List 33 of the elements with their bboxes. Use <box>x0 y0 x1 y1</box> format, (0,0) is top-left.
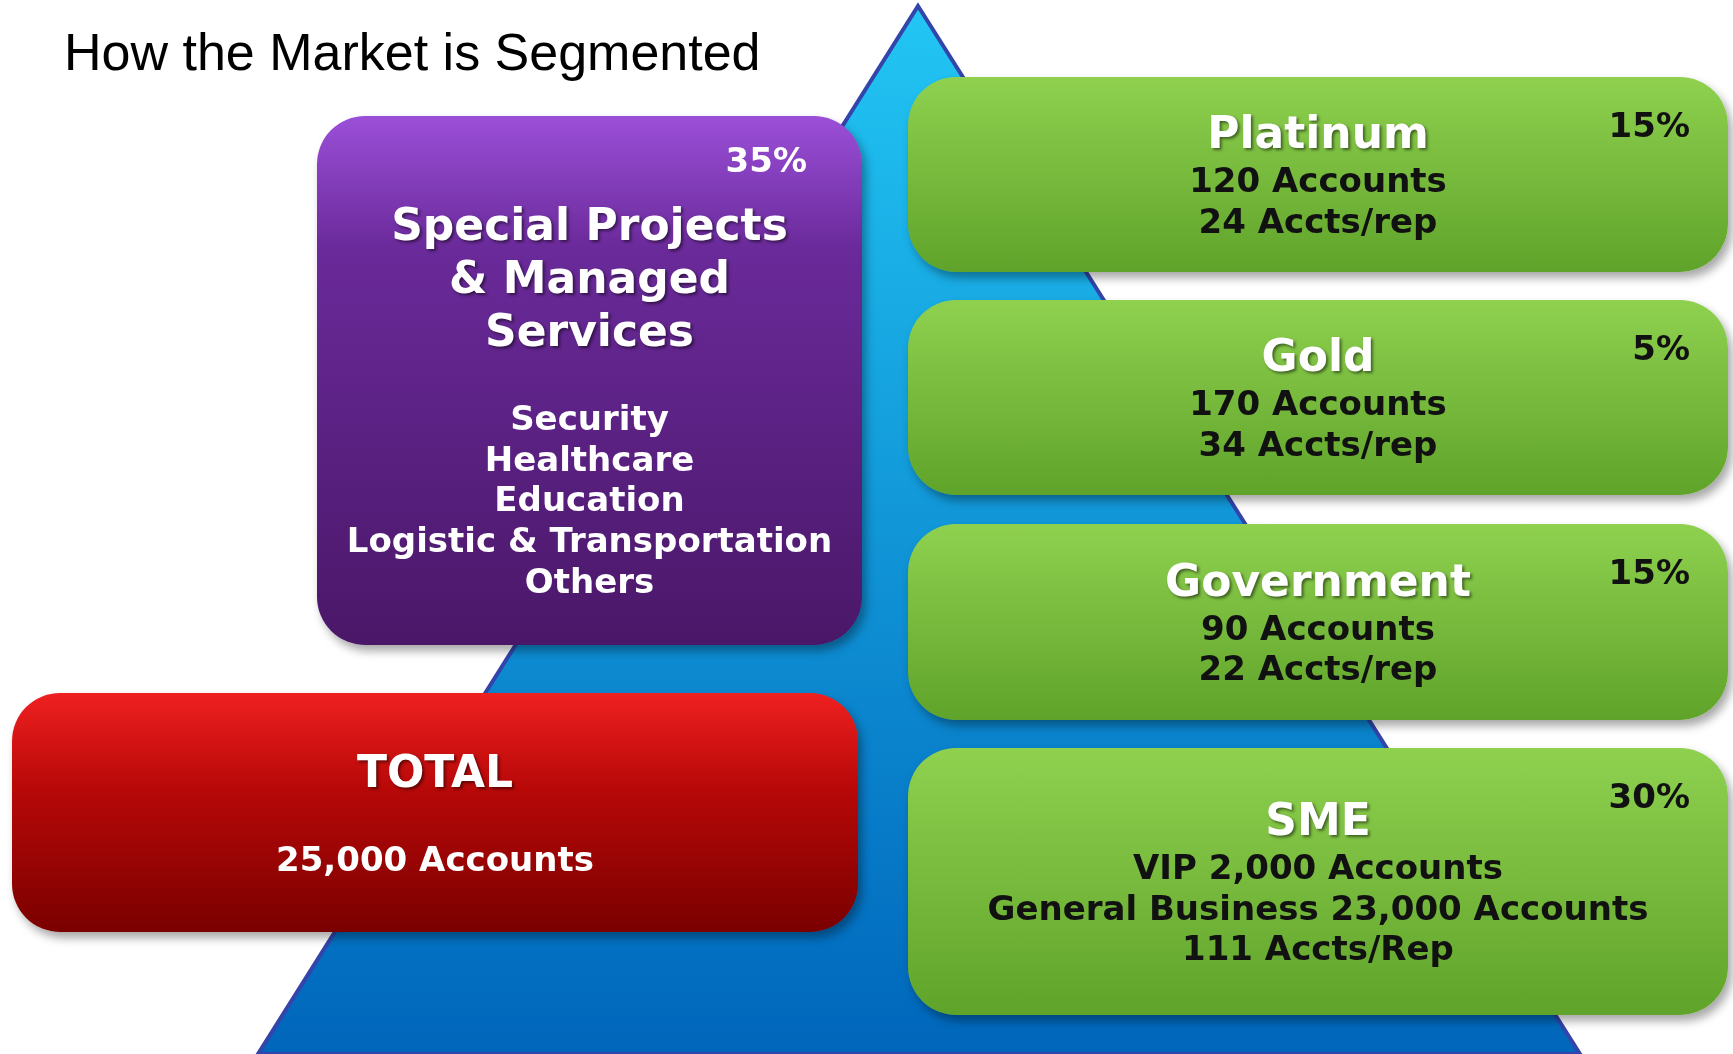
segment-card <box>908 524 1728 720</box>
segment-detail: 120 Accounts <box>1189 160 1447 201</box>
segment-detail: Education <box>494 479 685 521</box>
segment-detail: General Business 23,000 Accounts <box>987 887 1649 929</box>
segment-title: Gold <box>1261 330 1375 384</box>
segment-detail: 25,000 Accounts <box>276 838 594 880</box>
segment-title: Platinum <box>1207 107 1429 161</box>
segment-title: Government <box>1165 554 1471 608</box>
percentage-label: 15% <box>1608 552 1690 592</box>
segment-card <box>908 748 1728 1015</box>
segment-detail: Security <box>510 397 669 439</box>
segment-detail: 90 Accounts <box>1200 607 1435 649</box>
segment-title: SME <box>1265 793 1371 847</box>
percentage-label: 35% <box>725 140 807 180</box>
segment-detail: VIP 2,000 Accounts <box>1133 846 1503 888</box>
percentage-label: 15% <box>1608 105 1690 145</box>
segment-detail: 111 Accts/Rep <box>1182 928 1454 970</box>
segment-card <box>908 300 1728 495</box>
segment-detail: 170 Accounts <box>1189 383 1447 424</box>
segment-detail: Healthcare <box>484 438 695 480</box>
segment-detail: 24 Accts/rep <box>1198 200 1438 242</box>
diagram-title: How the Market is Segmented <box>64 22 761 82</box>
segment-title: TOTAL <box>356 745 514 799</box>
segment-title: Special Projects & Managed Services <box>390 199 789 358</box>
segment-card <box>908 77 1728 272</box>
segment-detail: Others <box>524 560 655 602</box>
segment-card <box>12 693 858 932</box>
percentage-label: 30% <box>1608 776 1690 816</box>
segment-detail: 22 Accts/rep <box>1198 648 1438 690</box>
segment-detail: 34 Accts/rep <box>1198 423 1438 465</box>
segment-card <box>317 116 862 645</box>
percentage-label: 5% <box>1632 328 1690 368</box>
segment-detail: Logistic & Transportation <box>346 520 833 561</box>
